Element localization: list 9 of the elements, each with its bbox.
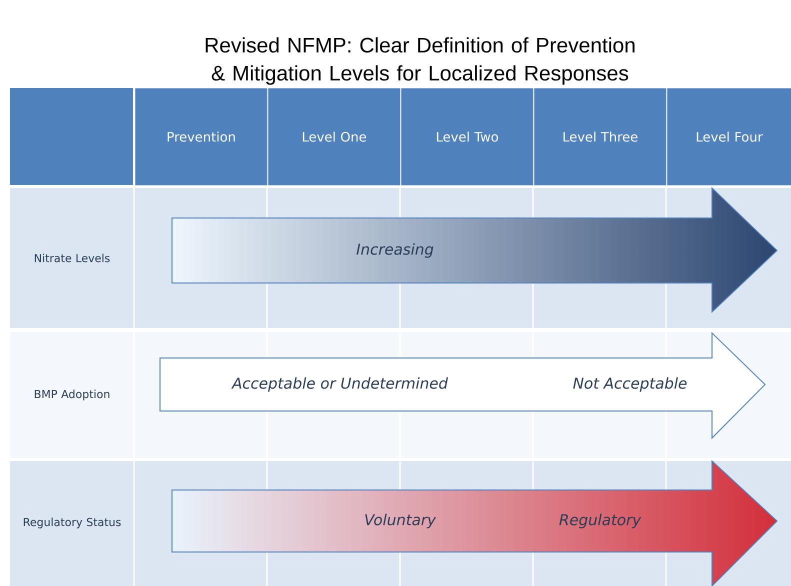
row-label: BMP Adoption	[34, 390, 110, 400]
header-cell: Level Three	[534, 88, 666, 186]
row-label: Nitrate Levels	[34, 254, 110, 262]
row-label: Regulatory Status	[24, 518, 121, 528]
header-cell: Prevention	[135, 88, 268, 186]
header-cell: Level Four	[667, 88, 791, 186]
header-cell: Level One	[268, 88, 400, 186]
header-cell: Level Two	[401, 88, 534, 186]
title: Revised NFMP: Clear Definition of Prevention & Mitigation Levels for Localized Responses	[206, 37, 634, 85]
